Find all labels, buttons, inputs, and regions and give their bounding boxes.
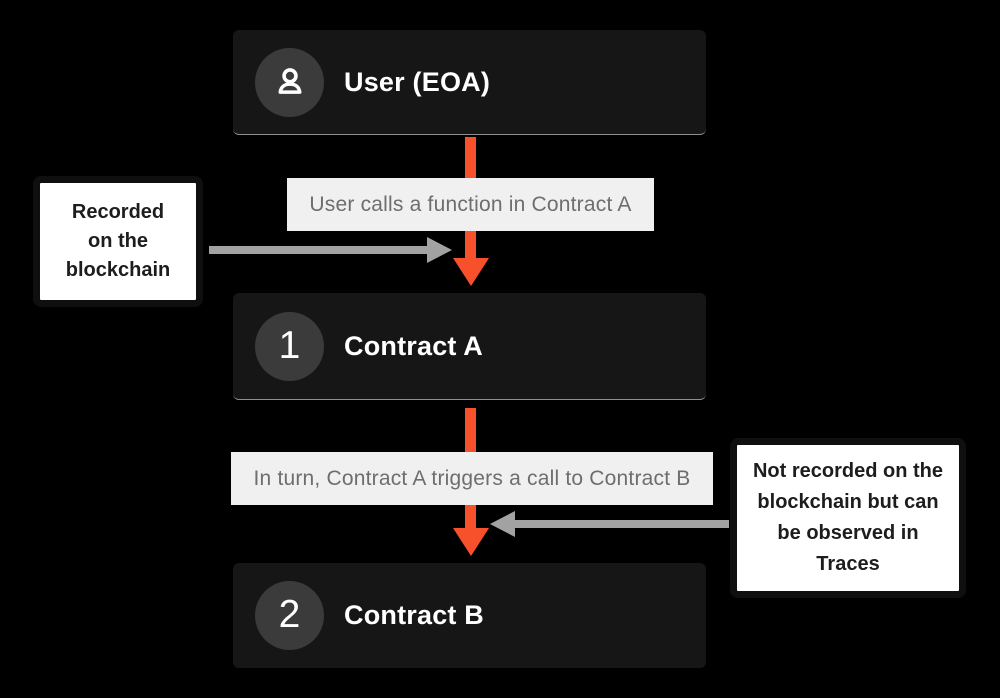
callout-line: be observed in — [777, 522, 919, 544]
callout-line: blockchain — [65, 259, 171, 281]
node-title-contract-b: Contract B — [344, 600, 485, 630]
callout-line: on the — [88, 230, 148, 252]
flow-arrow-2-arrowhead-icon — [452, 528, 489, 556]
callout-line: blockchain but can — [757, 491, 939, 513]
recorded-annotation-arrowhead-icon — [427, 237, 452, 263]
flow-label-contract-call: In turn, Contract A triggers a call to C… — [231, 452, 713, 505]
callout-line: Not recorded on the — [752, 460, 943, 482]
node-contract-b: 2 Contract B — [233, 563, 706, 668]
traces-annotation-arrowhead-icon — [490, 511, 515, 537]
step-number: 1 — [278, 323, 301, 367]
node-title-contract-a: Contract A — [344, 330, 484, 361]
node-contract-a: 1 Contract A — [233, 293, 706, 400]
step-badge-2: 2 — [255, 581, 324, 650]
callout-line: Recorded — [71, 201, 165, 223]
user-icon — [277, 68, 302, 94]
flow-arrow-1-arrowhead-icon — [452, 258, 489, 286]
step-badge-1: 1 — [255, 311, 324, 381]
node-user-eoa: User (EOA) — [233, 30, 706, 135]
callout-line: Traces — [816, 553, 880, 575]
flow-label-user-call: User calls a function in Contract A — [287, 178, 654, 231]
recorded-annotation-arrow-shaft — [209, 246, 427, 254]
traces-annotation-arrow-shaft — [515, 520, 729, 528]
avatar — [255, 47, 324, 117]
callout-not-recorded-traces: Not recorded on the blockchain but can b… — [730, 438, 966, 598]
callout-recorded-on-chain: Recorded on the blockchain — [33, 176, 203, 307]
node-title-user-eoa: User (EOA) — [344, 66, 491, 97]
step-number: 2 — [278, 593, 301, 636]
